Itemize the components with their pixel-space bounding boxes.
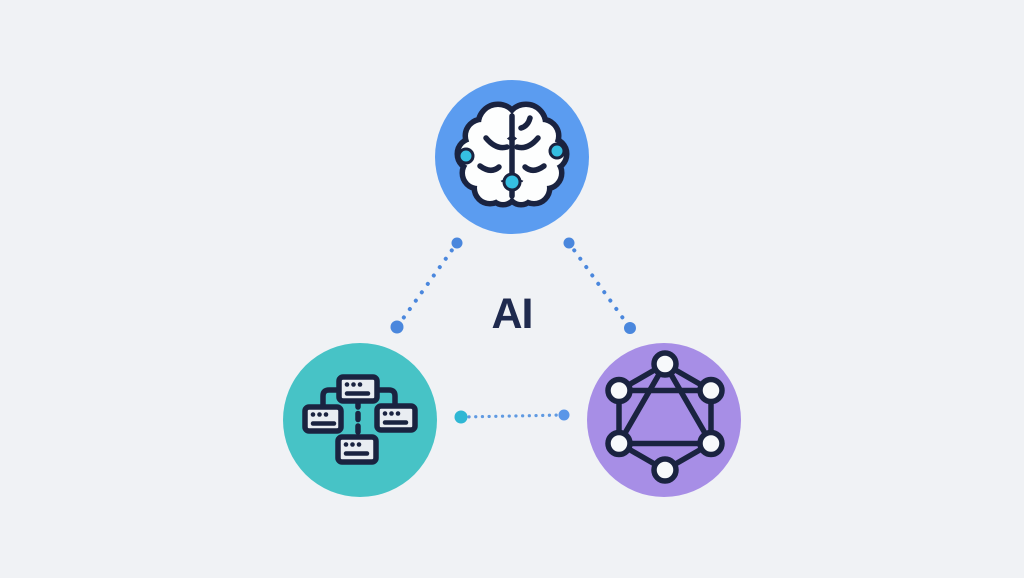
endpoint-dot — [558, 409, 570, 421]
endpoint-dot — [563, 237, 575, 249]
connector-top-to-right — [567, 241, 632, 330]
node-network-graph — [587, 343, 741, 497]
endpoint-dot — [390, 320, 404, 334]
endpoint-dot — [451, 237, 463, 249]
flowchart-icon — [302, 374, 418, 465]
node-ai-brain — [435, 80, 589, 234]
endpoint-dot — [624, 322, 636, 334]
endpoint-dot-teal — [454, 410, 468, 424]
connector-top-to-left — [395, 241, 459, 329]
network-graph-icon — [605, 350, 725, 484]
connector-left-to-right — [459, 413, 566, 419]
node-process-flowchart — [283, 343, 437, 497]
brain-icon — [454, 101, 570, 208]
center-label: AI — [491, 289, 534, 338]
